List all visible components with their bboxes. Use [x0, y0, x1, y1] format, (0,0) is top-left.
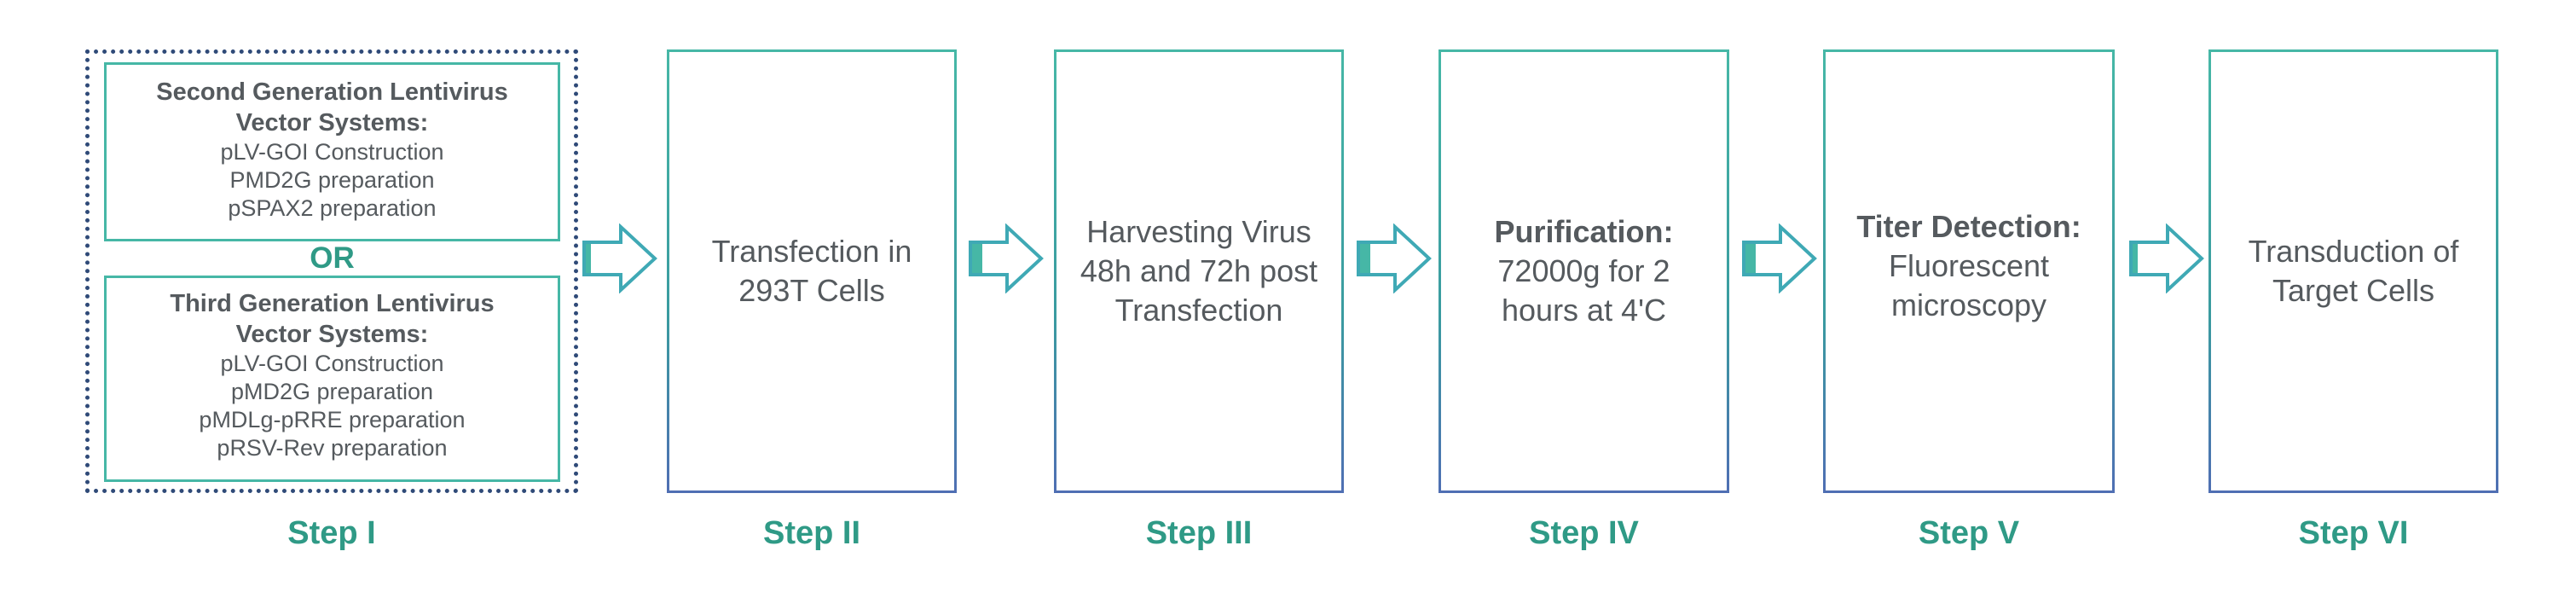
step-3-line: 48h and 72h post: [1080, 253, 1318, 288]
block-arrow-right-icon: [582, 223, 657, 293]
block-arrow-right-icon: [1357, 223, 1432, 293]
second-generation-title-line2: Vector Systems:: [235, 109, 429, 136]
gen3-item: pRSV-Rev preparation: [217, 435, 448, 461]
step-4-label: Step IV: [1529, 515, 1639, 551]
step-2-line: Transfection in: [711, 234, 912, 269]
step-5-heading: Titer Detection:: [1856, 209, 2081, 244]
gen3-item: pMDLg-pRRE preparation: [199, 407, 466, 432]
second-generation-box: Second Generation Lentivirus Vector Syst…: [104, 62, 560, 241]
step-5-line: microscopy: [1890, 287, 2047, 322]
or-label: OR: [310, 241, 355, 275]
second-generation-title-line1: Second Generation Lentivirus: [156, 78, 508, 106]
step-3-box: Harvesting Virus 48h and 72h post Transf…: [1054, 49, 1344, 493]
third-generation-title-line2: Vector Systems:: [235, 321, 429, 348]
step-2-box: Transfection in 293T Cells: [667, 49, 957, 493]
block-arrow-right-icon: [1742, 223, 1817, 293]
step-5-box: Titer Detection: Fluorescent microscopy: [1823, 49, 2115, 493]
gen2-item: PMD2G preparation: [229, 167, 435, 193]
step-2-line: 293T Cells: [738, 273, 885, 308]
step-5-line: Fluorescent: [1888, 248, 2050, 283]
third-generation-box: Third Generation Lentivirus Vector Syste…: [104, 276, 560, 482]
step-1-container: [85, 49, 578, 493]
step-4-line: hours at 4'C: [1502, 293, 1666, 328]
block-arrow-right-icon: [2129, 223, 2204, 293]
gen3-item: pLV-GOI Construction: [220, 351, 444, 376]
step-4-heading: Purification:: [1494, 214, 1674, 249]
step-3-line: Transfection: [1114, 293, 1283, 328]
step-4-line: 72000g for 2: [1497, 253, 1670, 288]
step-3-label: Step III: [1145, 515, 1253, 551]
gen3-item: pMD2G preparation: [230, 379, 434, 404]
block-arrow-right-icon: [969, 223, 1044, 293]
step-3-line: Harvesting Virus: [1086, 214, 1311, 249]
step-6-line: Transduction of: [2248, 234, 2459, 269]
gen2-item: pSPAX2 preparation: [228, 195, 437, 221]
step-4-box: Purification: 72000g for 2 hours at 4'C: [1439, 49, 1729, 493]
gen2-item: pLV-GOI Construction: [220, 139, 444, 165]
third-generation-title-line1: Third Generation Lentivirus: [170, 290, 495, 317]
step-1-label: Step I: [287, 515, 376, 551]
step-5-label: Step V: [1918, 515, 2020, 551]
step-6-box: Transduction of Target Cells: [2208, 49, 2498, 493]
step-6-line: Target Cells: [2272, 273, 2435, 308]
step-6-label: Step VI: [2298, 515, 2409, 551]
step-2-label: Step II: [762, 515, 861, 551]
